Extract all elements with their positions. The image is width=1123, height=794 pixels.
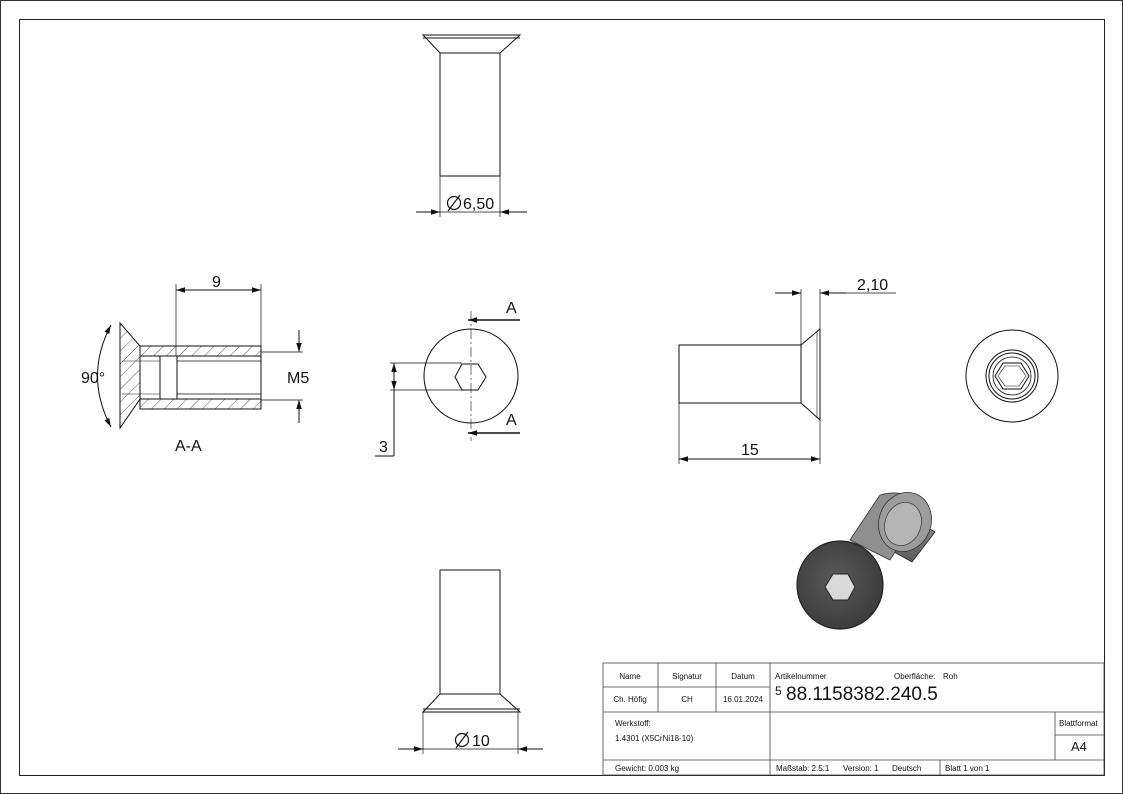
head-height-value: 2,10	[857, 277, 888, 294]
sheet-number: Blatt 1 von 1	[945, 764, 990, 773]
section-thread-value: M5	[287, 370, 309, 387]
title-block	[602, 662, 1105, 776]
cut-marker-bottom: A	[506, 412, 517, 429]
surface-value: Roh	[943, 672, 958, 681]
revision-index: 5	[775, 684, 782, 698]
drawing-frame	[19, 19, 1105, 776]
section-length-value: 9	[212, 274, 221, 291]
isometric-render	[796, 492, 936, 630]
language: Deutsch	[892, 764, 921, 773]
top-diameter-value: 6,50	[463, 196, 494, 213]
header-date: Datum	[731, 672, 755, 681]
article-label: Artikelnummer	[775, 672, 827, 681]
bottom-diameter-value: 10	[472, 733, 490, 750]
format-value: A4	[1071, 739, 1087, 754]
diameter-symbol-icon	[446, 195, 462, 211]
bottom-diameter-dimension: 10	[454, 731, 490, 750]
side-view	[678, 289, 896, 464]
diameter-symbol-icon	[454, 732, 470, 748]
drawing-date: 16.01.2024	[723, 695, 764, 704]
top-diameter-dimension: 6,50	[446, 194, 494, 213]
material-label: Werkstoff:	[615, 719, 651, 728]
version: Version: 1	[843, 764, 879, 773]
header-name: Name	[619, 672, 641, 681]
format-label: Blattformat	[1059, 719, 1098, 728]
section-view	[97, 284, 303, 430]
end-view	[965, 329, 1059, 423]
top-view	[416, 34, 527, 217]
hex-size-value: 3	[379, 439, 388, 456]
drafter-name: Ch. Höfig	[613, 695, 646, 704]
surface-label: Oberfläche:	[894, 672, 935, 681]
scale: Maßstab: 2.5:1	[776, 764, 830, 773]
front-view	[375, 311, 520, 457]
material-value: 1.4301 (X5CrNi18-10)	[615, 734, 694, 743]
header-signature: Signatur	[672, 672, 702, 681]
section-angle-value: 90°	[81, 370, 105, 387]
article-number: 88.1158382.240.5	[786, 684, 938, 705]
bottom-view	[398, 569, 543, 754]
section-label: A-A	[175, 438, 202, 455]
cut-marker-top: A	[506, 300, 517, 317]
overall-length-value: 15	[741, 442, 759, 459]
drafter-signature: CH	[681, 695, 693, 704]
weight: Gewicht: 0.003 kg	[615, 764, 679, 773]
